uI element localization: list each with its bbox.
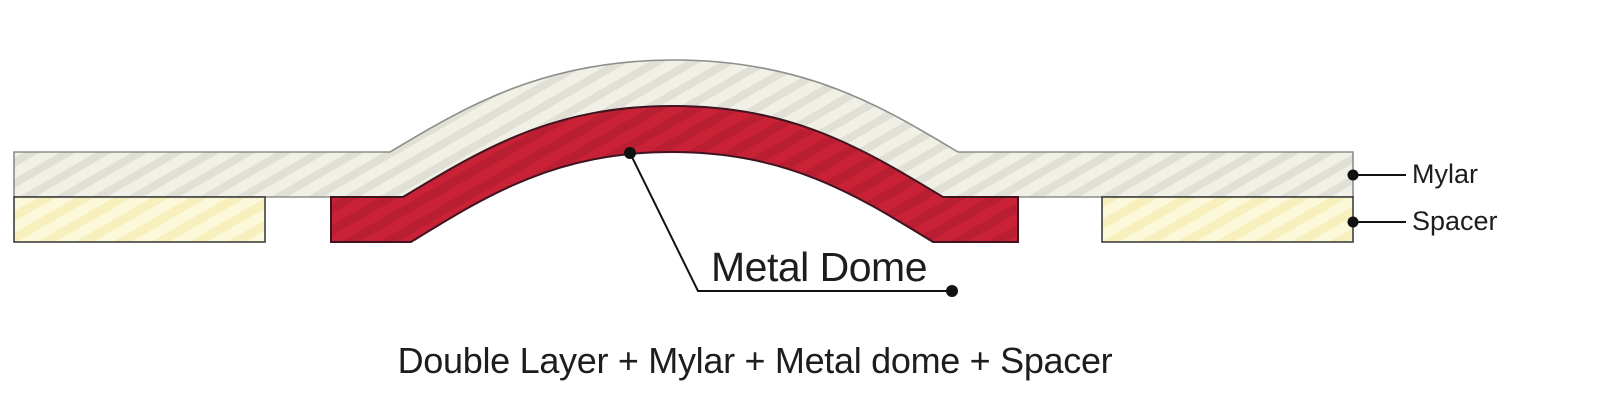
diagram-caption: Double Layer + Mylar + Metal dome + Spac… <box>397 340 1113 381</box>
spacer-leader-dot <box>1347 216 1359 228</box>
metal-dome <box>330 104 1019 243</box>
spacer-label: Spacer <box>1412 206 1498 236</box>
mylar-label: Mylar <box>1412 159 1478 189</box>
spacer-right <box>1101 196 1354 243</box>
metal-dome-leader-dot-end <box>946 285 958 297</box>
metal-dome-leader-dot-start <box>624 147 636 159</box>
metal-dome-leader-line <box>629 152 952 292</box>
spacer-left <box>13 196 266 243</box>
mylar-leader-dot <box>1347 169 1359 181</box>
metal-dome-label: Metal Dome <box>711 244 928 290</box>
